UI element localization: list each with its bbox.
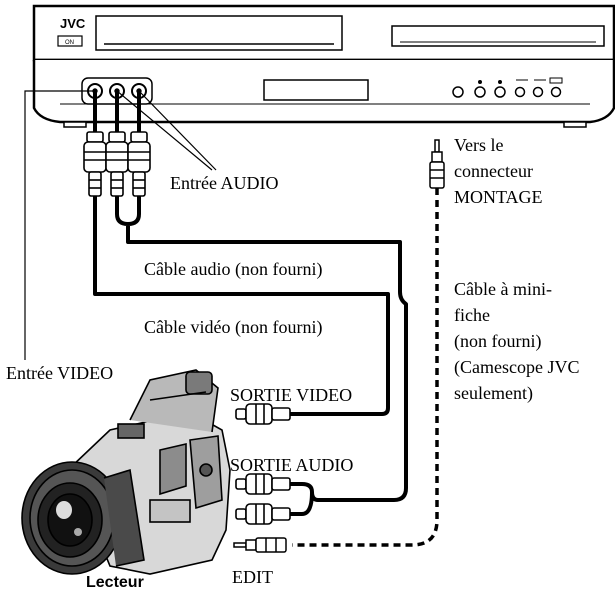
audio-cable [115, 196, 408, 516]
label-entree-video: Entrée VIDEO [4, 362, 116, 384]
video-cable [93, 196, 390, 416]
label-sortie-video: SORTIE VIDEO [230, 385, 353, 405]
label-minifiche-1: Câble à mini- [454, 279, 552, 299]
label-edit: EDIT [232, 567, 273, 587]
leader-lines [24, 90, 217, 360]
cam-rca-video [235, 403, 291, 425]
rca-plug-video [83, 131, 107, 197]
minijack-plug-cam [233, 537, 287, 553]
vcr-rca-plugs [83, 131, 151, 197]
rca-plug-audio-r [127, 131, 151, 197]
cam-rca-plugs [235, 403, 291, 525]
minijack-cable [292, 188, 439, 547]
vcr-unit [32, 4, 615, 128]
rca-plug-audio-l [105, 131, 129, 197]
camcorder-illustration [21, 369, 231, 575]
cam-rca-audio-1 [235, 473, 291, 495]
front-display [263, 79, 369, 101]
label-cable-video: Câble vidéo (non fourni) [142, 316, 325, 338]
vcr-display-top [391, 25, 605, 47]
power-button [57, 35, 83, 47]
power-label: ON [65, 40, 74, 46]
label-minifiche-3: (non fourni) [454, 331, 542, 351]
label-entree-audio: Entrée AUDIO [168, 172, 281, 194]
label-connecteur: connecteur [454, 161, 533, 181]
cam-rca-audio-2 [235, 503, 291, 525]
label-sortie-audio: SORTIE AUDIO [230, 455, 354, 475]
label-minifiche-4: (Camescope JVC [454, 357, 580, 377]
vcr-top-body [32, 4, 615, 62]
label-montage: MONTAGE [454, 187, 543, 207]
label-vers-le: Vers le [454, 135, 504, 155]
minijack-plug-vcr [429, 139, 445, 189]
label-minifiche-5: seulement) [454, 383, 533, 403]
cassette-slot [95, 15, 343, 51]
label-minifiche-2: fiche [454, 305, 490, 325]
label-cable-audio: Câble audio (non fourni) [142, 258, 325, 280]
label-lecteur: Lecteur [86, 574, 144, 591]
vcr-brand-logo: JVC [60, 16, 86, 31]
